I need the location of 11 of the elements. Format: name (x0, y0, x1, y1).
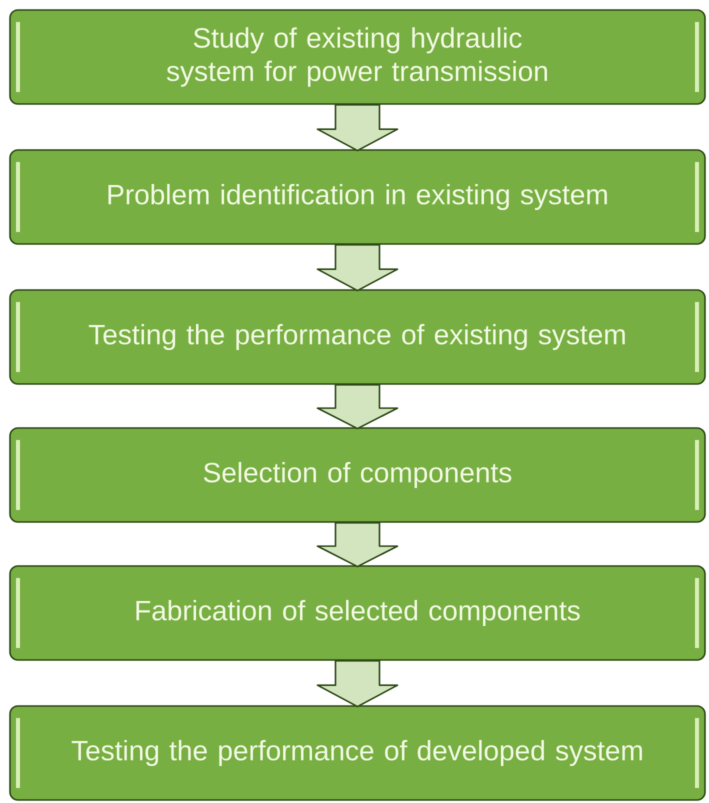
process-box: Problem identification in existing system (9, 149, 706, 245)
block-arrow (316, 244, 398, 292)
process-box: Selection of components (9, 427, 706, 523)
process-box: Study of existing hydraulic system for power transmission (9, 9, 706, 105)
block-arrow (316, 522, 398, 568)
process-box: Fabrication of selected components (9, 565, 706, 661)
block-arrow (316, 660, 398, 708)
block-arrow (316, 104, 398, 152)
process-box: Testing the performance of developed system (9, 705, 706, 801)
block-arrow (316, 384, 398, 430)
process-box: Testing the performance of existing system (9, 289, 706, 385)
